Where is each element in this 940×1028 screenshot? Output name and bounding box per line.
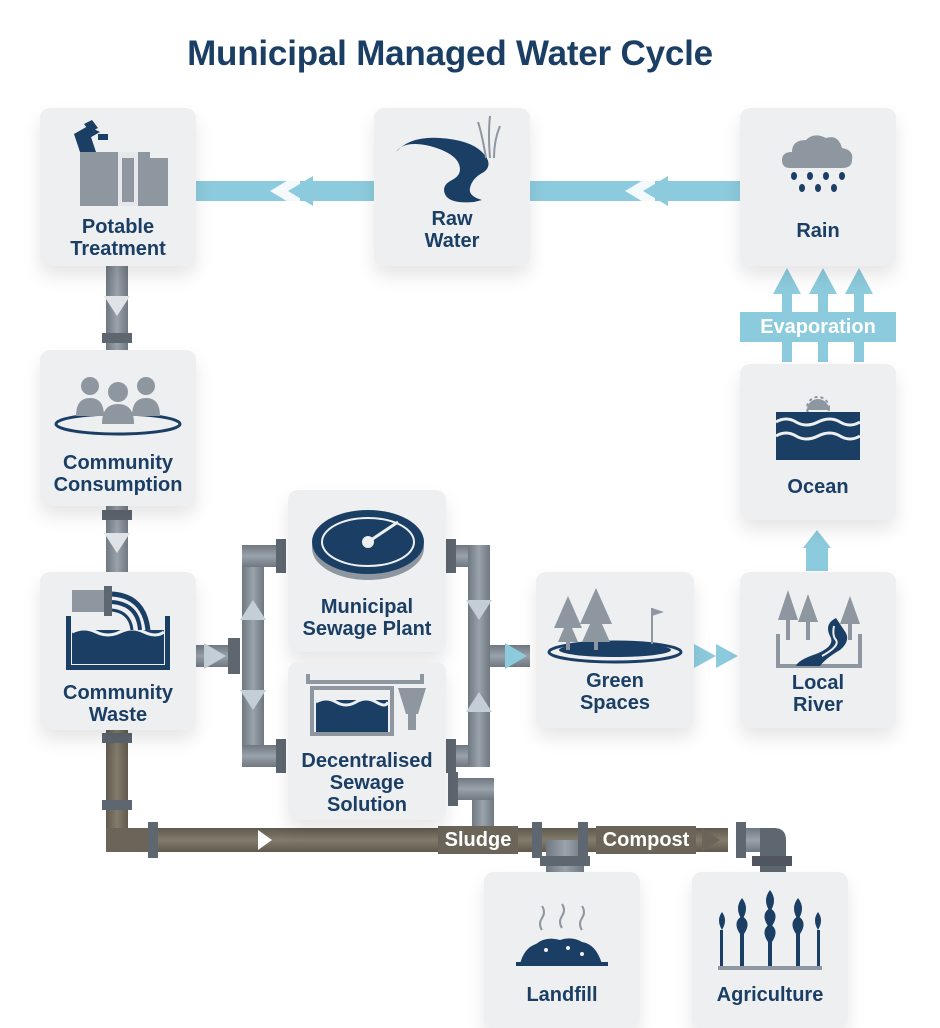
node-community-waste: Community Waste (40, 572, 196, 730)
green-spaces-label: Green Spaces (579, 670, 651, 714)
rain-label: Rain (796, 220, 840, 242)
water-arrow-green-to-river (694, 644, 738, 668)
sludge-label: Sludge (444, 829, 512, 851)
community-people-icon (54, 377, 182, 436)
node-potable-treatment: Potable Treatment (40, 108, 196, 266)
node-decentralised-sewage: Decentralised Sewage Solution (288, 662, 446, 820)
node-raw-water: Raw Water (374, 108, 530, 266)
rain-cloud-icon (782, 135, 853, 192)
municipal-sewage-plant-label: Municipal Sewage Plant (302, 596, 432, 640)
river-stream-icon (396, 115, 501, 203)
water-arrow-rain-to-raw (530, 173, 740, 209)
pipe-potable-to-consumption (102, 266, 132, 350)
node-ocean: Ocean (740, 364, 896, 520)
community-waste-label: Community Waste (63, 682, 173, 726)
node-local-river: Local River (740, 572, 896, 728)
pipe-treatment-to-green-spaces (446, 539, 530, 773)
node-rain: Rain (740, 108, 896, 266)
potable-treatment-label: Potable Treatment (70, 216, 166, 260)
water-treatment-plant-icon (74, 120, 168, 206)
evaporation-label: Evaporation (760, 316, 876, 338)
node-landfill: Landfill (484, 872, 640, 1028)
water-arrow-river-to-ocean (803, 530, 831, 571)
local-river-label: Local River (791, 672, 845, 716)
community-consumption-label: Community Consumption (53, 452, 183, 496)
ocean-sunset-icon (775, 396, 861, 460)
wastewater-outlet-icon (66, 586, 170, 670)
node-municipal-sewage-plant: Municipal Sewage Plant (288, 490, 446, 652)
compost-label: Compost (602, 829, 690, 851)
water-arrow-raw-to-potable (196, 173, 374, 209)
agriculture-label: Agriculture (716, 984, 824, 1006)
ocean-label: Ocean (787, 476, 849, 498)
node-agriculture: Agriculture (692, 872, 848, 1028)
landfill-label: Landfill (526, 984, 598, 1006)
node-community-consumption: Community Consumption (40, 350, 196, 506)
decentralised-sewage-label: Decentralised Sewage Solution (301, 750, 433, 816)
treatment-unit-icon (306, 674, 426, 736)
park-trees-icon (547, 588, 683, 664)
river-forest-icon (776, 590, 862, 668)
raw-water-label: Raw Water (424, 208, 480, 252)
clarifier-tank-icon (312, 510, 424, 580)
page-title: Municipal Managed Water Cycle (187, 34, 713, 73)
pipe-waste-to-treatment (196, 539, 286, 773)
landfill-mound-icon (516, 903, 608, 966)
node-green-spaces: Green Spaces (536, 572, 694, 728)
wheat-crop-icon (718, 890, 822, 970)
pipe-consumption-to-waste (102, 505, 132, 573)
evaporation-arrows (740, 268, 896, 362)
